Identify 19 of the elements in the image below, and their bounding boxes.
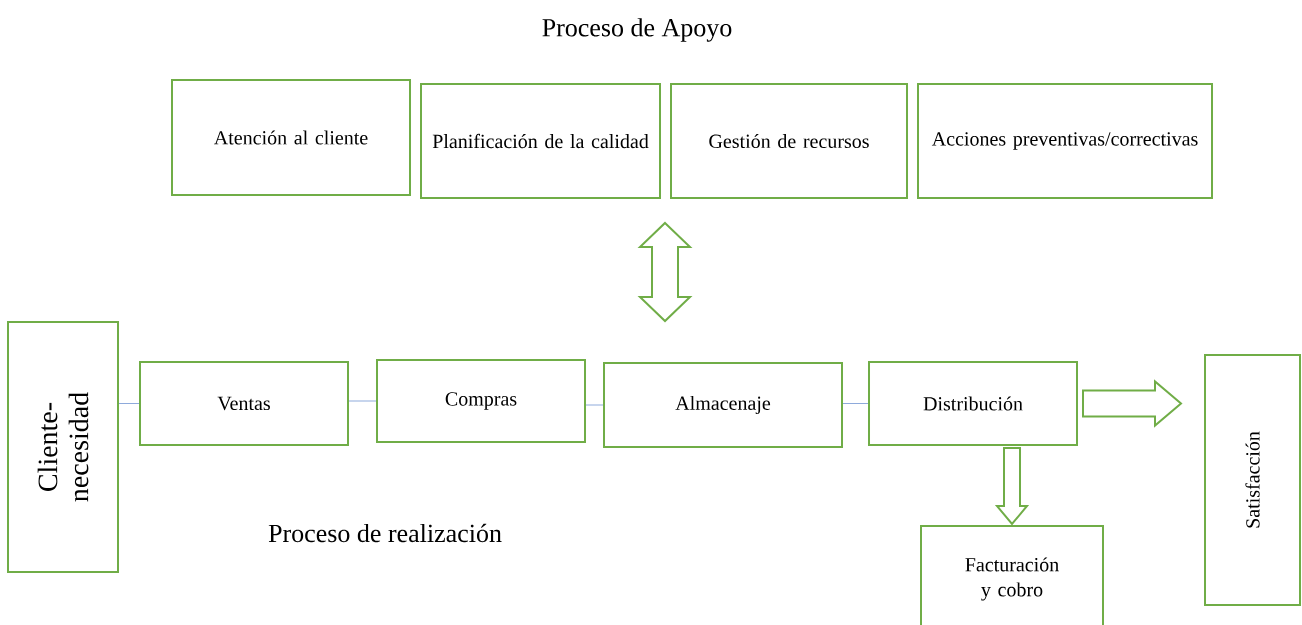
process-box: Planificación de la calidad (420, 83, 661, 199)
process-box: Ventas (139, 361, 349, 446)
process-box: Gestión de recursos (670, 83, 908, 199)
connector-line (348, 400, 377, 402)
section-heading: Proceso de Apoyo (542, 18, 732, 42)
process-box: Compras (376, 359, 586, 443)
block-arrow (994, 447, 1030, 526)
process-box: Facturación y cobro (920, 525, 1104, 625)
process-box: Atención al cliente (171, 79, 411, 196)
connector-line (585, 404, 604, 406)
process-box: Cliente-necesidad (7, 321, 119, 573)
process-box: Almacenaje (603, 362, 843, 448)
section-heading: Proceso de realización (268, 523, 502, 543)
process-box: Distribución (868, 361, 1078, 446)
block-arrow (1082, 379, 1183, 428)
process-box: Acciones preventivas/correctivas (917, 83, 1213, 199)
connector-line (842, 403, 869, 404)
connector-line (118, 403, 140, 404)
process-box: Satisfacción (1204, 354, 1301, 606)
